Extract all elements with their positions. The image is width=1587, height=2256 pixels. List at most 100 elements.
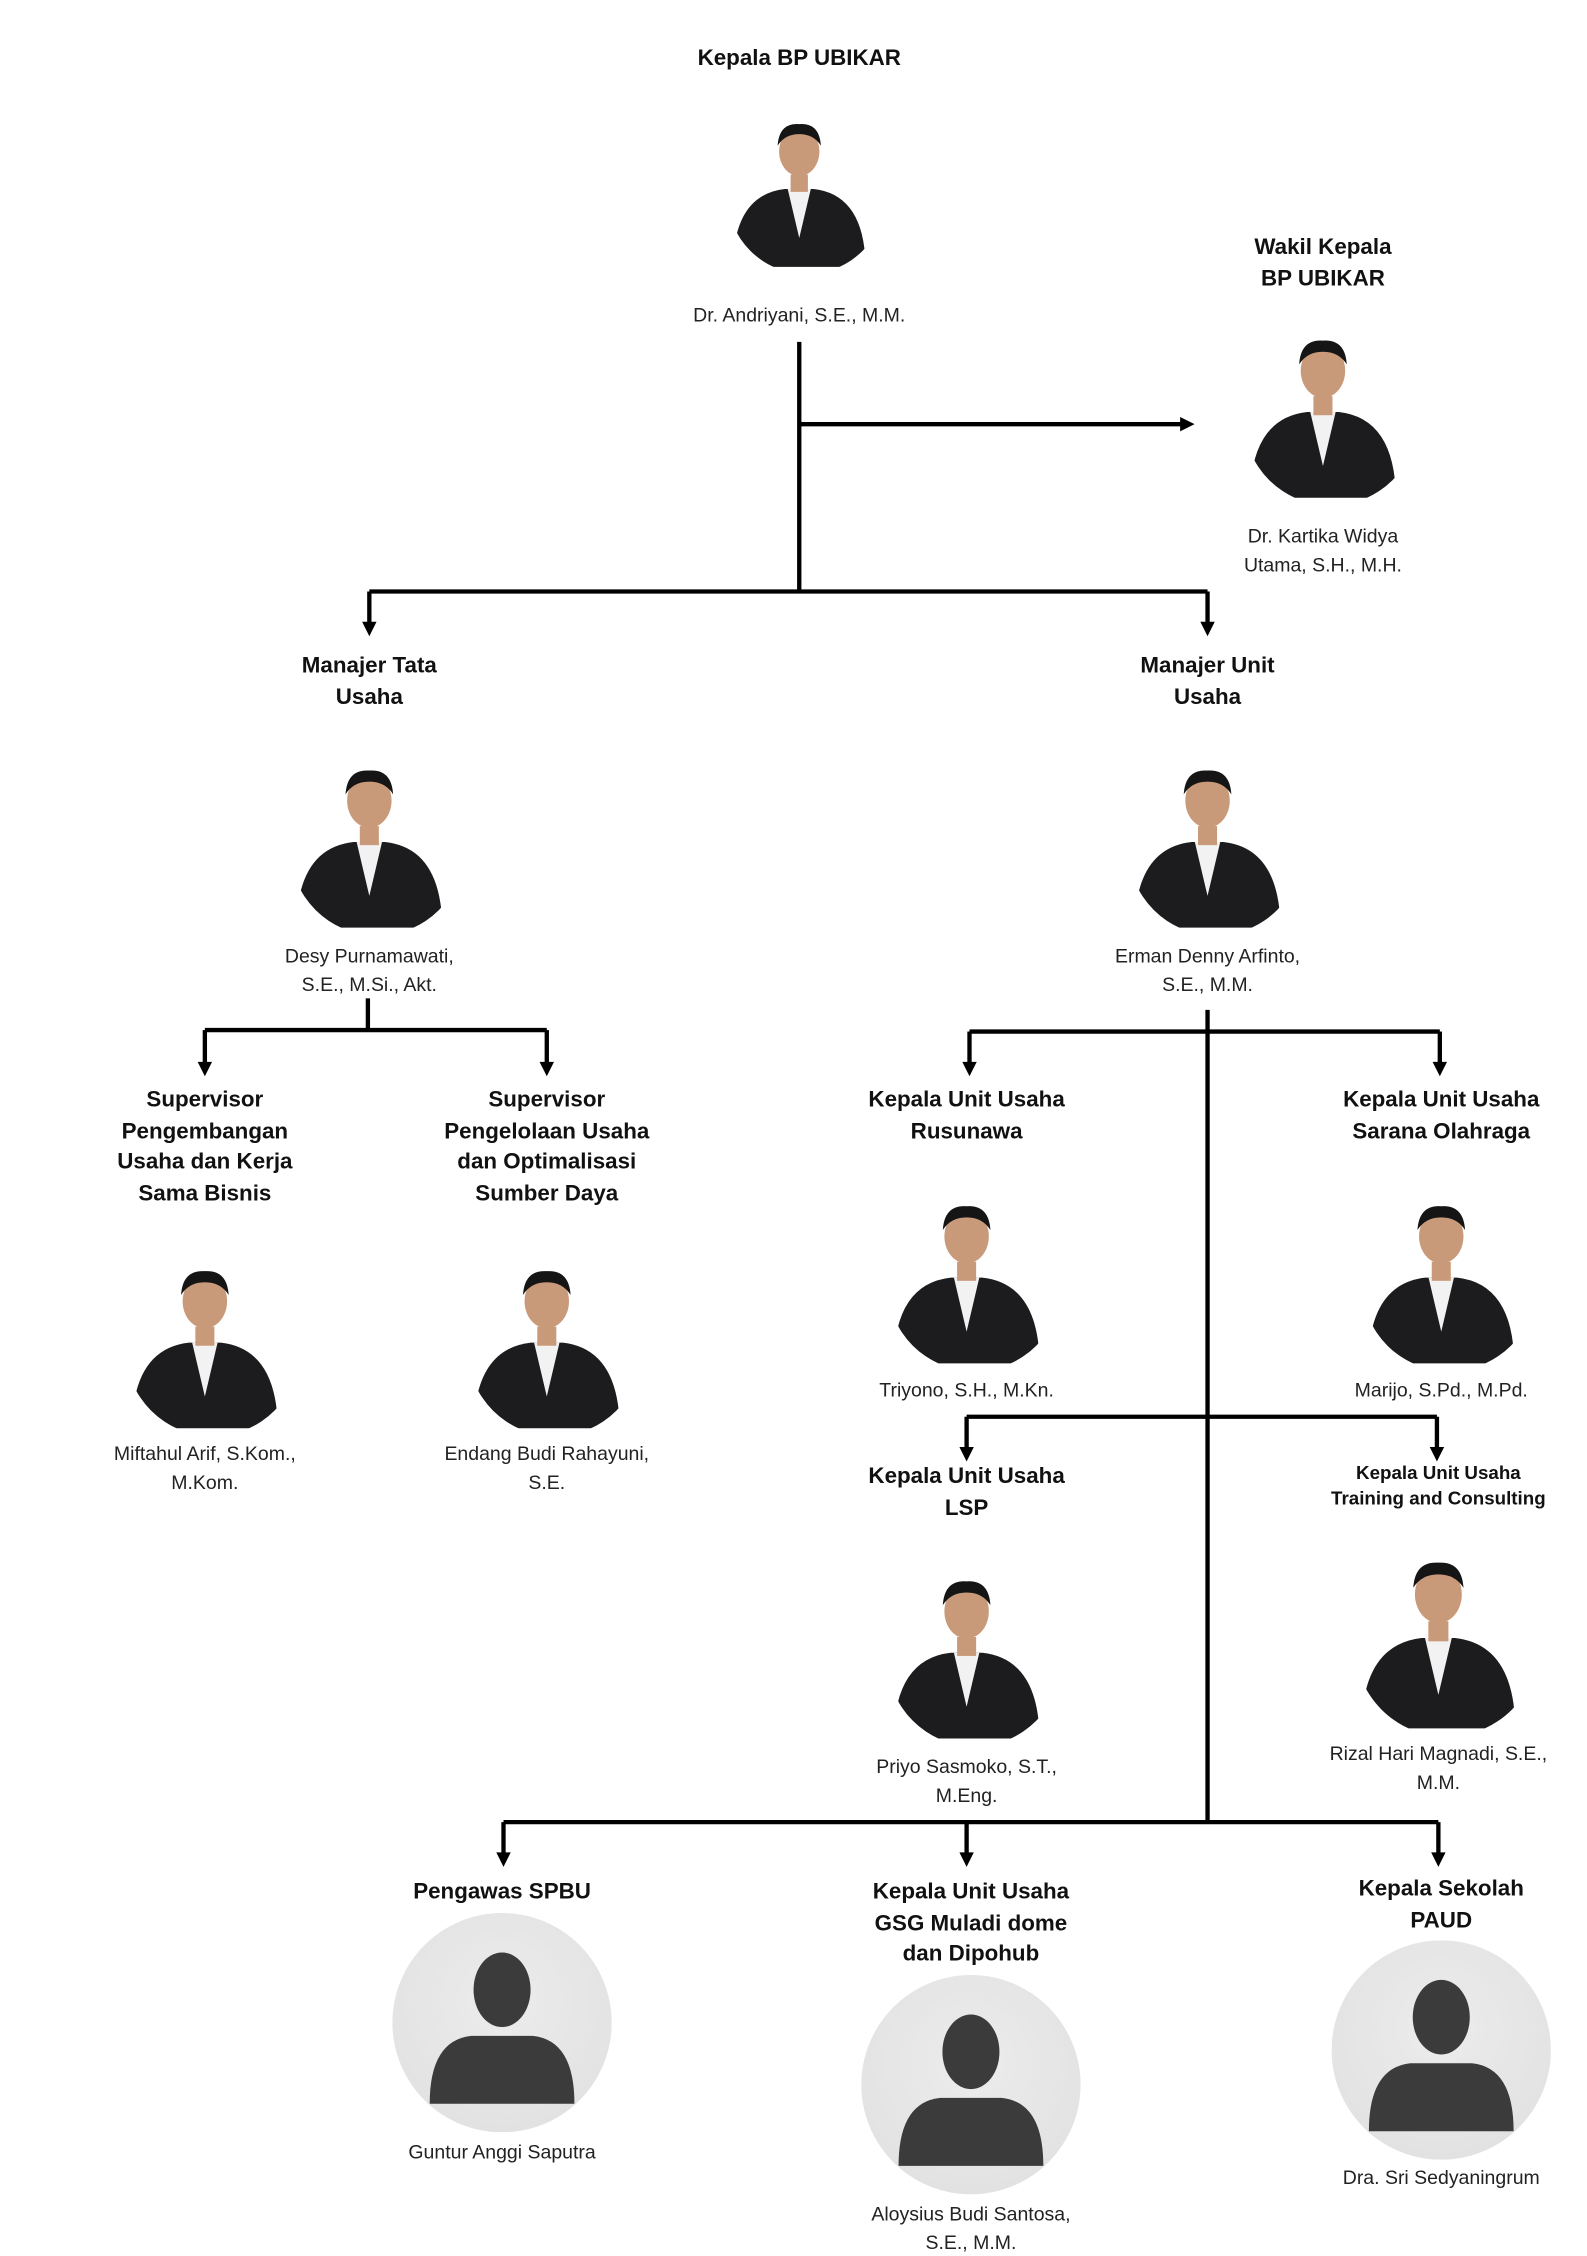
- avatar: [290, 769, 449, 935]
- person-name-line: S.E., M.M.: [925, 2231, 1017, 2253]
- arrow-down-icon: [496, 1852, 511, 1867]
- position-title-line: Usaha: [1173, 684, 1242, 710]
- person-name-line: Dra. Sri Sedyaningrum: [1342, 2166, 1540, 2189]
- position-title-line: Rusunawa: [910, 1118, 1023, 1144]
- person-name: Endang Budi Rahayuni, S.E.: [374, 1440, 720, 1496]
- position-title-line: Kepala Unit Usaha: [872, 1879, 1070, 1905]
- person-name: Triyono, S.H., M.Kn.: [793, 1376, 1139, 1404]
- position-title-line: PAUD: [1410, 1907, 1473, 1933]
- person-name-line: Desy Purnamawati,: [284, 944, 454, 967]
- person-name-line: S.E., M.M.: [1162, 973, 1253, 995]
- position-title-line: dan Dipohub: [902, 1941, 1040, 1967]
- arrow-down-icon: [1432, 1061, 1448, 1077]
- arrow-down-icon: [1429, 1447, 1445, 1462]
- position-title-line: Pengelolaan Usaha: [444, 1118, 650, 1144]
- position-title-line: Supervisor: [488, 1087, 606, 1113]
- person-name-line: Aloysius Budi Santosa,: [871, 2203, 1071, 2225]
- avatar: [1355, 1561, 1522, 1736]
- person-name-line: Guntur Anggi Saputra: [408, 2140, 596, 2163]
- person-name-line: Dr. Kartika Widya: [1247, 525, 1399, 547]
- position-title-line: Kepala Unit Usaha: [1343, 1087, 1540, 1113]
- arrow-down-icon: [1200, 621, 1215, 637]
- position-title-line: Kepala Sekolah: [1358, 1876, 1524, 1902]
- position-title-line: Usaha dan Kerja: [117, 1149, 293, 1175]
- position-title-line: Kepala Unit Usaha: [868, 1464, 1065, 1489]
- person-name-line: M.M.: [1416, 1770, 1461, 1793]
- position-title-line: Manajer Tata: [301, 653, 437, 679]
- person-name-line: Priyo Sasmoko, S.T.,: [876, 1755, 1057, 1778]
- person-name-line: S.E.: [528, 1470, 566, 1493]
- person-name-line: Erman Denny Arfinto,: [1114, 944, 1301, 967]
- avatar: [887, 1205, 1046, 1371]
- avatar: [887, 1580, 1046, 1746]
- person-name-line: Miftahul Arif, S.Kom.,: [113, 1442, 296, 1465]
- position-title-line: Pengembangan: [121, 1118, 289, 1144]
- person-name: Marijo, S.Pd., M.Pd.: [1268, 1376, 1587, 1404]
- avatar: [467, 1270, 626, 1436]
- person-name: Dr. Andriyani, S.E., M.M.: [626, 302, 972, 330]
- person-name: Guntur Anggi Saputra: [329, 2138, 675, 2166]
- person-name-line: S.E., M.Si., Akt.: [301, 973, 437, 995]
- person-name: Dra. Sri Sedyaningrum: [1268, 2164, 1587, 2192]
- arrow-down-icon: [1431, 1852, 1446, 1867]
- position-title-line: BP UBIKAR: [1261, 266, 1385, 291]
- position-title-line: Wakil Kepala: [1254, 235, 1392, 260]
- position-title-line: Sama Bisnis: [138, 1180, 272, 1206]
- avatar: [126, 1270, 285, 1436]
- person-name: Desy Purnamawati, S.E., M.Si., Akt.: [196, 942, 542, 998]
- arrow-right-icon: [1180, 416, 1195, 432]
- position-title-line: Pengawas SPBU: [413, 1879, 591, 1905]
- position-title-line: Kepala Unit Usaha: [1356, 1461, 1521, 1484]
- position-title: Wakil Kepala BP UBIKAR: [1150, 232, 1496, 294]
- person-name-line: Triyono, S.H., M.Kn.: [879, 1379, 1054, 1401]
- avatar-placeholder-icon: [392, 1913, 612, 2140]
- person-name-line: Endang Budi Rahayuni,: [444, 1442, 650, 1465]
- position-title-line: Kepala BP UBIKAR: [697, 46, 901, 71]
- person-name-line: M.Kom.: [171, 1470, 239, 1493]
- arrow-down-icon: [197, 1061, 213, 1077]
- person-name: Erman Denny Arfinto, S.E., M.M.: [1034, 942, 1380, 998]
- position-title-line: Training and Consulting: [1331, 1487, 1546, 1510]
- avatar: [1244, 339, 1403, 505]
- avatar: [1128, 769, 1287, 935]
- avatar: [1362, 1205, 1521, 1371]
- person-name-line: Dr. Andriyani, S.E., M.M.: [693, 304, 906, 327]
- position-title-line: Supervisor: [146, 1087, 264, 1113]
- person-name-line: Marijo, S.Pd., M.Pd.: [1354, 1379, 1528, 1401]
- person-name: Priyo Sasmoko, S.T.,M.Eng.: [793, 1753, 1139, 1809]
- arrow-down-icon: [959, 1447, 974, 1462]
- position-title-line: dan Optimalisasi: [457, 1149, 637, 1175]
- arrow-down-icon: [539, 1061, 554, 1077]
- position-title-line: Sarana Olahraga: [1352, 1118, 1531, 1144]
- avatar-placeholder-icon: [861, 1975, 1081, 2202]
- position-title-line: Manajer Unit: [1140, 653, 1275, 679]
- position-title-line: Sumber Daya: [475, 1180, 619, 1206]
- position-title-line: LSP: [944, 1495, 989, 1520]
- avatar-placeholder-icon: [1331, 1940, 1551, 2167]
- position-title-line: Usaha: [335, 684, 403, 710]
- arrow-down-icon: [959, 1852, 974, 1867]
- person-name-line: Utama, S.H., M.H.: [1243, 553, 1402, 575]
- avatar: [727, 123, 871, 274]
- person-name-line: Rizal Hari Magnadi, S.E.,: [1329, 1742, 1548, 1765]
- person-name: Miftahul Arif, S.Kom., M.Kom.: [32, 1440, 378, 1496]
- position-title-line: GSG Muladi dome: [874, 1910, 1068, 1936]
- position-title: Kepala BP UBIKAR: [626, 43, 972, 74]
- person-name: Rizal Hari Magnadi, S.E., M.M.: [1265, 1740, 1587, 1796]
- arrow-down-icon: [362, 621, 377, 637]
- arrow-down-icon: [962, 1061, 977, 1077]
- person-name: Aloysius Budi Santosa, S.E., M.M.: [798, 2200, 1144, 2256]
